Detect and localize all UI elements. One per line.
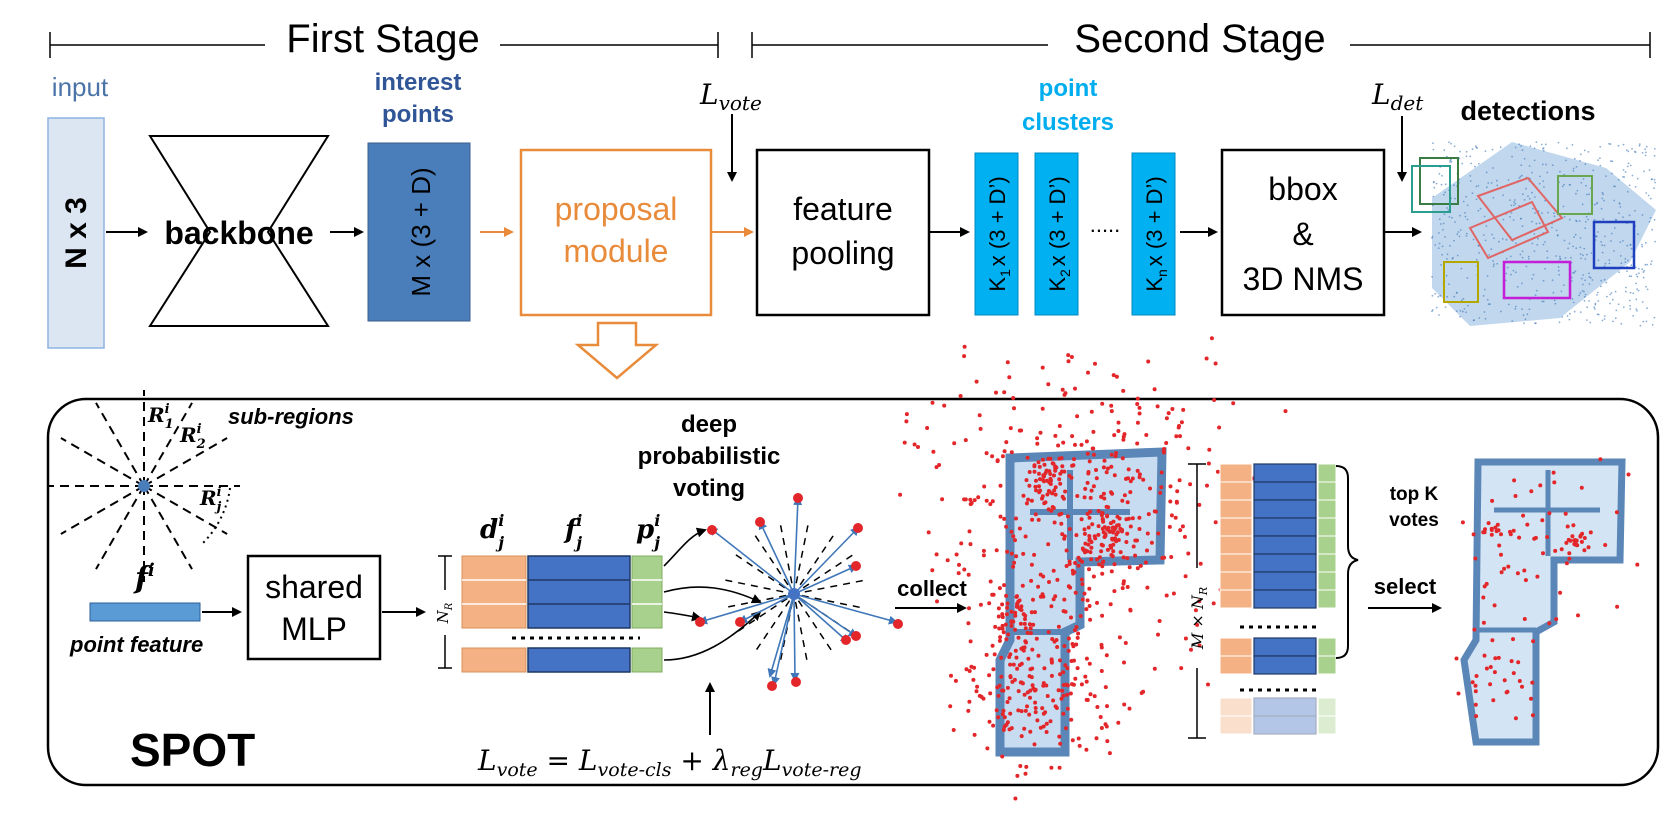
topk-brace <box>1335 465 1359 659</box>
clusters-label-1: point <box>1039 75 1098 102</box>
cluster-box-1 <box>974 152 1019 316</box>
collect-label: collect <box>897 576 967 601</box>
bbox-label-2: & <box>1292 216 1313 252</box>
proposal-module-box <box>519 148 713 317</box>
input-label: input <box>52 72 109 102</box>
backbone-label: backbone <box>164 215 313 251</box>
cluster-box-n <box>1131 152 1176 316</box>
dpv-label-2: probabilistic <box>638 443 781 470</box>
shared-mlp-box <box>246 554 382 661</box>
point-feature-label: point feature <box>69 632 203 657</box>
vote-matrix <box>1219 463 1337 735</box>
vote-rows <box>461 555 663 673</box>
top-loss-vote: Lvote <box>699 78 762 115</box>
input-box-text: N x 3 <box>60 197 93 269</box>
subregions-diagram <box>48 390 240 582</box>
interest-points-box <box>367 142 471 322</box>
second-stage-title: Second Stage <box>1074 17 1325 61</box>
spot-title: SPOT <box>130 724 255 776</box>
subregions-label: sub-regions <box>228 404 354 429</box>
collected-votes-scan <box>898 336 1288 801</box>
feature-pooling-box <box>755 148 931 317</box>
bbox-label-3: 3D NMS <box>1243 261 1364 297</box>
mlp-label-1: shared <box>265 569 363 605</box>
vote-loss-equation: Lvote = Lvote-cls + λregLvote-reg <box>477 744 862 781</box>
cluster-text-1: K1x (3 + D’) <box>985 176 1013 291</box>
pooling-label-2: pooling <box>791 235 894 271</box>
dpv-label-3: voting <box>673 475 745 502</box>
topk-label-2: votes <box>1389 510 1439 531</box>
bbox-nms-box <box>1220 148 1386 317</box>
interest-label-1: interest <box>375 69 462 96</box>
select-label: select <box>1374 574 1437 599</box>
second-stage-header: Second Stage <box>751 17 1651 61</box>
cluster-text-2: K2x (3 + D’) <box>1045 176 1073 291</box>
pooling-label-1: feature <box>793 191 893 227</box>
backbone-shape <box>148 135 330 327</box>
interest-points-text: M x (3 + D) <box>406 167 436 296</box>
voting-star <box>695 493 903 691</box>
mlp-label-2: MLP <box>281 611 347 647</box>
detections-point-cloud <box>1411 141 1656 327</box>
first-stage-title: First Stage <box>286 17 479 61</box>
proposal-label-2: module <box>564 233 669 269</box>
nr-bracket <box>438 555 452 669</box>
clusters-label-2: clusters <box>1022 109 1114 136</box>
selected-votes-scan <box>1454 457 1640 746</box>
cluster-text-n: Knx (3 + D’) <box>1142 176 1170 291</box>
input-box <box>47 117 105 349</box>
interest-label-2: points <box>382 101 454 128</box>
nr-label: NR <box>434 602 455 624</box>
loss-det: Ldet <box>1371 78 1424 115</box>
point-feature-bar <box>89 602 201 622</box>
mxnr-bracket <box>1188 463 1206 739</box>
proposal-label-1: proposal <box>555 191 678 227</box>
dpv-label-1: deep <box>681 411 737 438</box>
topk-label-1: top K <box>1390 484 1439 505</box>
detections-label: detections <box>1460 96 1595 126</box>
mxnr-label: M × NR <box>1188 587 1210 650</box>
first-stage-header: First Stage <box>49 17 719 61</box>
bbox-label-1: bbox <box>1268 171 1337 207</box>
expand-arrow <box>574 321 660 380</box>
cluster-box-2 <box>1034 152 1079 316</box>
vote-connection-arrows <box>663 527 762 661</box>
cluster-dots: ..... <box>1090 212 1121 237</box>
